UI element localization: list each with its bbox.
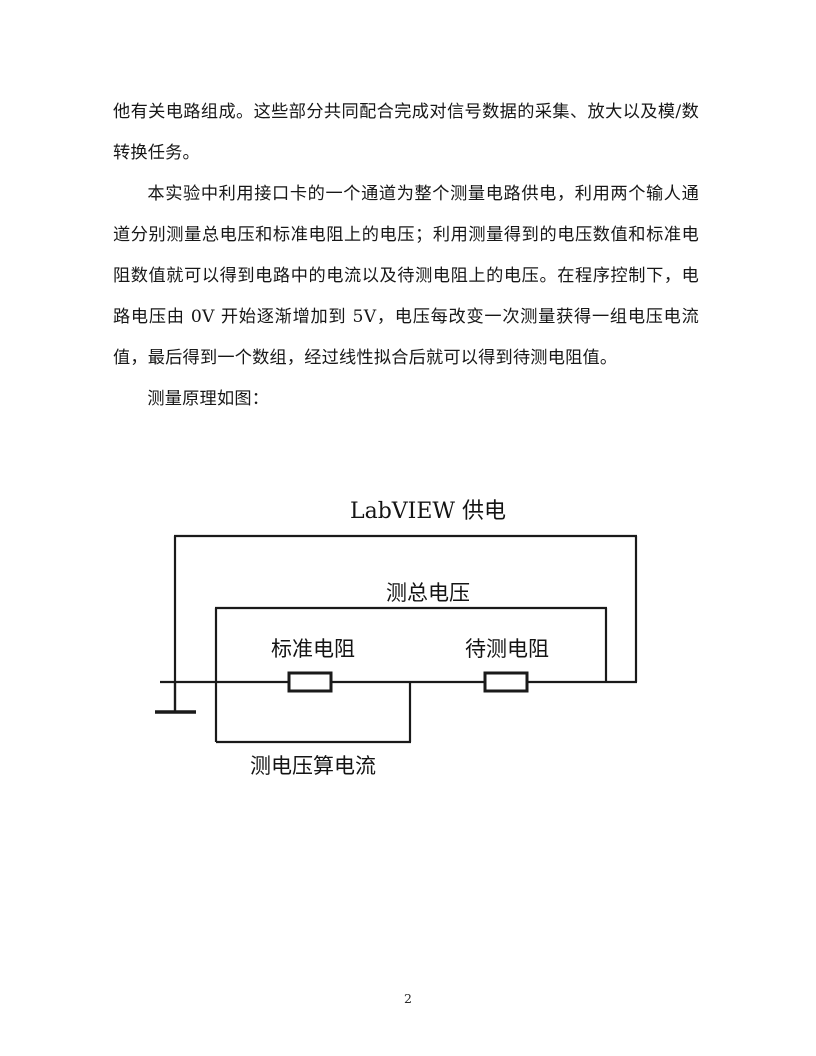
diagram-title: LabVIEW 供电 bbox=[350, 499, 506, 524]
body-text: 他有关电路组成。这些部分共同配合完成对信号数据的采集、放大以及模/数转换任务。 … bbox=[113, 92, 699, 420]
paragraph-1: 他有关电路组成。这些部分共同配合完成对信号数据的采集、放大以及模/数转换任务。 bbox=[113, 102, 699, 163]
outer-supply-loop bbox=[173, 534, 638, 682]
ground-symbol bbox=[155, 682, 196, 714]
current-measure-loop bbox=[214, 682, 412, 744]
page-footer: 2 bbox=[0, 988, 816, 1007]
total-voltage-label: 测总电压 bbox=[386, 581, 470, 605]
current-measure-label: 测电压算电流 bbox=[250, 754, 376, 778]
standard-resistor-symbol bbox=[287, 671, 333, 693]
total-voltage-loop bbox=[214, 606, 608, 682]
standard-resistor-label: 标准电阻 bbox=[271, 637, 355, 661]
circuit-diagram: LabVIEW 供电 测总电压 标准电阻 待测电阻 bbox=[0, 488, 816, 788]
paragraph-3: 测量原理如图： bbox=[147, 389, 270, 409]
paragraph-2: 本实验中利用接口卡的一个通道为整个测量电路供电，利用两个输人通道分别测量总电压和… bbox=[113, 184, 699, 368]
page-number: 2 bbox=[404, 991, 412, 1006]
test-resistor-label: 待测电阻 bbox=[465, 637, 549, 661]
test-resistor-symbol bbox=[483, 671, 529, 693]
